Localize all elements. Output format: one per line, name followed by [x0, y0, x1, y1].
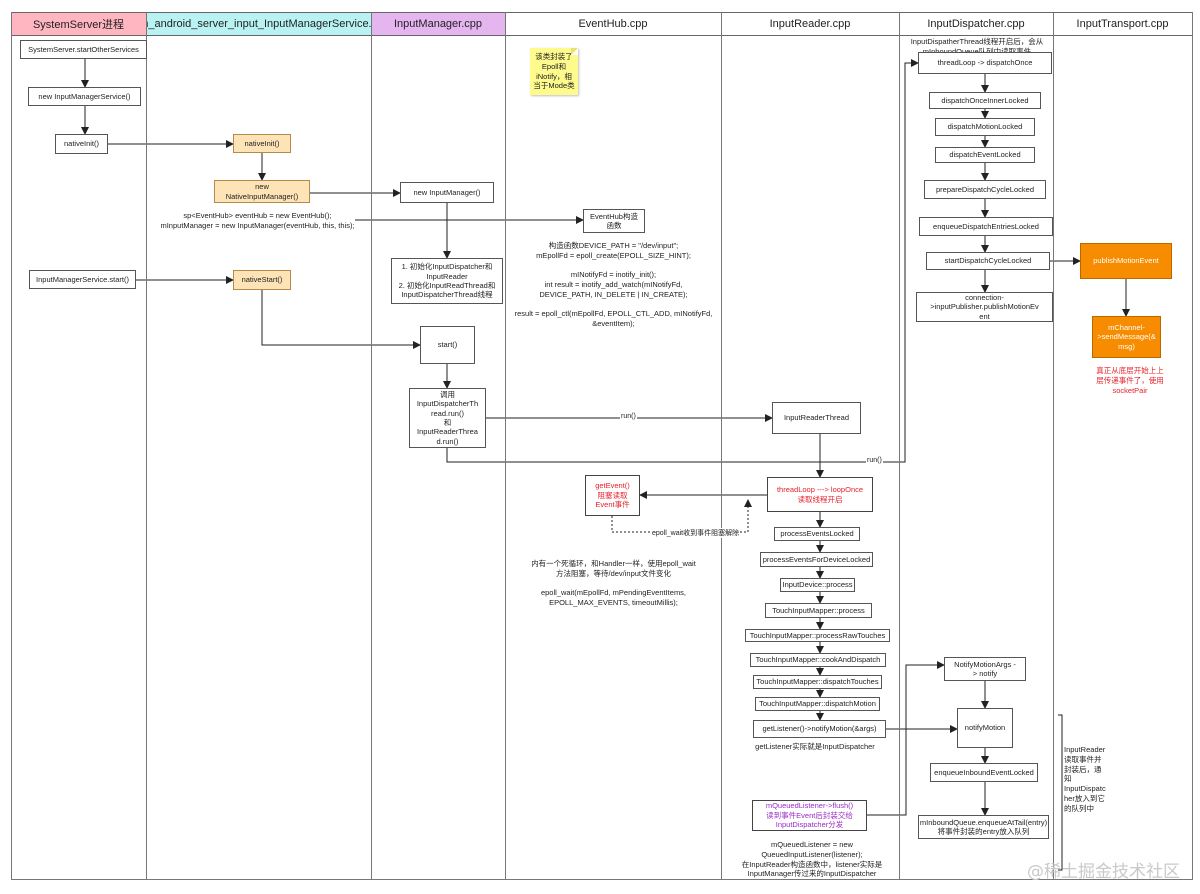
eventhub-creation-note: sp<EventHub> eventHub = new EventHub(); … — [160, 211, 355, 230]
touch-mapper-cook-node: TouchInputMapper::cookAndDispatch — [750, 653, 886, 667]
notify-motion-args-node: NotifyMotionArgs - > notify — [944, 657, 1026, 681]
edge-flush-notifyargs — [867, 661, 945, 816]
edge-run-dispatcher — [446, 59, 919, 463]
enqueue-dispatch-entries-node: enqueueDispatchEntriesLocked — [919, 217, 1053, 236]
enqueue-inbound-node: enqueueInboundEventLocked — [930, 763, 1038, 782]
transport-note: 真正从底层开始上上 层传递事件了，使用 socketPair — [1096, 366, 1164, 395]
lane-border — [371, 12, 372, 880]
reader-notify-note: InputReader 读取事件并 封装后，通 知 InputDispatc h… — [1064, 745, 1106, 813]
start-node: start() — [420, 326, 475, 364]
get-listener-notify-node: getListener()->notifyMotion(&args) — [753, 720, 886, 738]
lane-border — [505, 12, 506, 880]
queued-listener-note: mQueuedListener = new QueuedInputListene… — [741, 840, 883, 879]
notify-motion-node: notifyMotion — [957, 708, 1013, 748]
start-other-services-node: SystemServer.startOtherServices — [20, 40, 147, 59]
reader-thread-loop-node: threadLoop ---> loopOnce 读取线程开启 — [767, 477, 873, 512]
new-input-manager-service-node: new InputManagerService() — [28, 87, 141, 106]
ims-start-node: InputManagerService.start() — [29, 270, 136, 289]
send-message-node: mChannel- >sendMessage(& msg) — [1092, 316, 1161, 358]
native-start-node: nativeStart() — [233, 270, 291, 290]
new-input-manager-node: new InputManager() — [400, 182, 494, 203]
edge-nativestart-start — [261, 290, 421, 349]
edge-label-run-dispatcher: run() — [866, 457, 883, 464]
connection-publish-node: connection- >inputPublisher.publishMotio… — [916, 292, 1053, 322]
enqueue-at-tail-node: mInboundQueue.enqueueAtTail(entry) 将事件封装… — [918, 815, 1049, 839]
lane-header-inputreader: InputReader.cpp — [721, 12, 899, 36]
eventhub-impl-note: 构造函数DEVICE_PATH = "/dev/input"; mEpollFd… — [514, 241, 713, 328]
lane-border — [1192, 12, 1193, 880]
get-listener-note: getListener实际就是InputDispatcher — [755, 742, 875, 751]
prepare-dispatch-cycle-node: prepareDispatchCycleLocked — [924, 180, 1046, 199]
touch-mapper-raw-touches-node: TouchInputMapper::processRawTouches — [745, 629, 890, 642]
native-init-call-node: nativeInit() — [55, 134, 108, 154]
watermark: @稀土掘金技术社区 — [1027, 862, 1180, 882]
lane-header-systemserver: SystemServer进程 — [11, 12, 146, 36]
eventhub-sticky-note: 该类封装了 Epoll和 iNotify，相 当于Mode类 — [530, 48, 578, 95]
dispatch-thread-loop-node: threadLoop -> dispatchOnce — [918, 52, 1052, 74]
edge-label-epoll-wait: epoll_wait收到事件阻塞解除 — [651, 528, 741, 538]
diagram-bottom-border — [11, 879, 1192, 880]
lane-header-eventhub: EventHub.cpp — [505, 12, 721, 36]
dispatch-motion-locked-node: dispatchMotionLocked — [935, 118, 1035, 136]
lane-header-inputtransport: InputTransport.cpp — [1053, 12, 1192, 36]
run-threads-node: 调用 InputDispatcherTh read.run() 和 InputR… — [409, 388, 486, 448]
dispatch-once-inner-node: dispatchOnceInnerLocked — [929, 92, 1041, 109]
dispatch-event-locked-node: dispatchEventLocked — [935, 147, 1035, 163]
touch-mapper-dispatch-motion-node: TouchInputMapper::dispatchMotion — [755, 697, 880, 711]
lane-border — [899, 12, 900, 880]
epoll-loop-note: 内有一个死循环，和Handler一样，使用epoll_wait 方法阻塞，等待/… — [531, 559, 696, 607]
get-event-node: getEvent() 阻塞读取 Event事件 — [585, 475, 640, 516]
queued-listener-flush-node: mQueuedListener->flush() 读到事件Event后封装交给 … — [752, 800, 867, 831]
lane-border — [721, 12, 722, 880]
reader-note-bracket — [1058, 714, 1063, 871]
input-reader-thread-node: InputReaderThread — [772, 402, 861, 434]
process-events-locked-node: processEventsLocked — [774, 527, 860, 541]
touch-mapper-dispatch-touches-node: TouchInputMapper::dispatchTouches — [753, 675, 882, 689]
lane-border — [11, 12, 12, 880]
publish-motion-event-node: publishMotionEvent — [1080, 243, 1172, 279]
lane-header-inputmanager: InputManager.cpp — [371, 12, 505, 36]
edge-label-run-reader: run() — [620, 413, 637, 420]
dispatcher-thread-note: InputDispatherThread线程开启后，会从 mInboundQue… — [910, 37, 1044, 56]
input-device-process-node: InputDevice::process — [780, 578, 855, 592]
lane-border — [1053, 12, 1054, 880]
lane-header-ims-cpp: com_android_server_input_InputManagerSer… — [146, 12, 371, 36]
eventhub-constructor-node: EventHub构造 函数 — [583, 209, 645, 233]
lane-header-inputdispatcher: InputDispatcher.cpp — [899, 12, 1053, 36]
native-init-node: nativeInit() — [233, 134, 291, 153]
process-events-for-device-node: processEventsForDeviceLocked — [760, 552, 873, 567]
touch-mapper-process-node: TouchInputMapper::process — [765, 603, 872, 618]
start-dispatch-cycle-node: startDispatchCycleLocked — [926, 252, 1050, 270]
init-steps-node: 1. 初始化InputDispatcher和 InputReader 2. 初始… — [391, 258, 503, 304]
new-native-input-manager-node: new NativeInputManager() — [214, 180, 310, 203]
lane-border — [146, 12, 147, 880]
